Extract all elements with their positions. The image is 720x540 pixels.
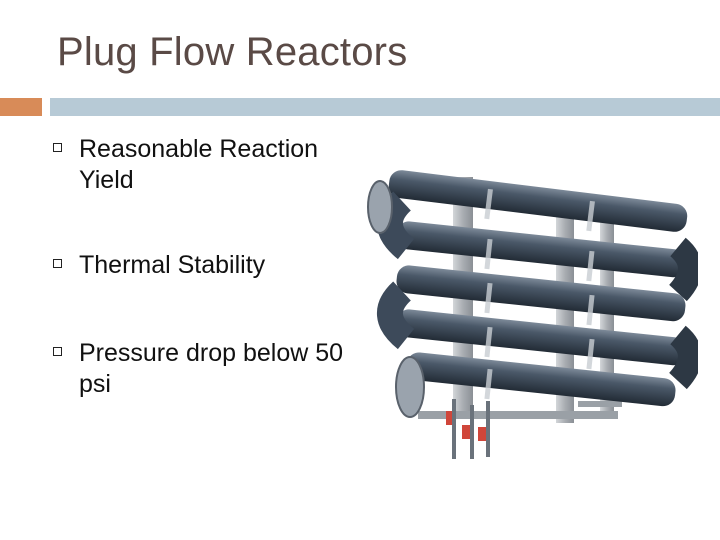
square-bullet-icon — [53, 347, 62, 356]
pipe-coil — [376, 170, 698, 407]
flange — [367, 180, 425, 418]
bullet-text: Pressure drop below 50 psi — [79, 339, 344, 398]
slide-title: Plug Flow Reactors — [57, 30, 408, 74]
square-bullet-icon — [53, 259, 62, 268]
valve — [446, 399, 490, 459]
bullet-text: Reasonable Reaction Yield — [79, 135, 319, 194]
accent-bar-blue — [50, 98, 720, 116]
accent-bar-orange — [0, 98, 42, 116]
reactor-photo — [367, 170, 698, 459]
bullet-text: Thermal Stability — [79, 251, 266, 279]
square-bullet-icon — [53, 143, 62, 152]
